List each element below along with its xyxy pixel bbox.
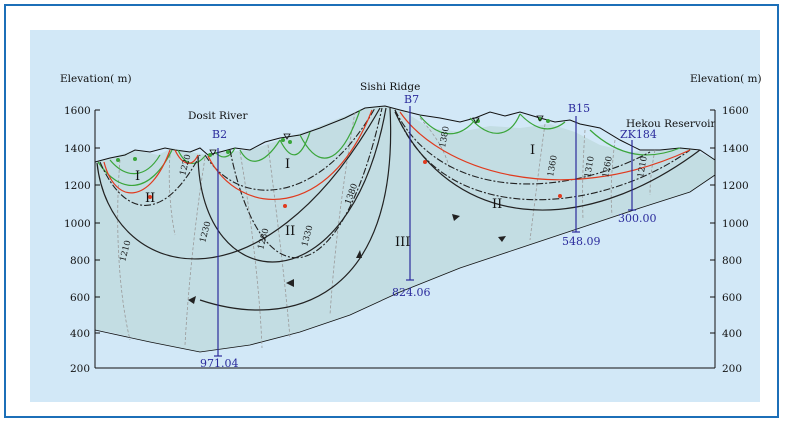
ground-surface [94,105,716,163]
isoline-label-1380-right: 1380 [438,125,452,148]
right-tick-400: 400 [722,328,742,340]
zone-label-I-center: I [285,157,290,172]
borehole-label-b2: B2 [212,128,227,141]
right-axis-title: Elevation( m) [690,73,762,85]
left-tick-800: 800 [70,255,90,267]
zone-label-II-center: II [285,224,295,239]
borehole-depth-b15: 548.09 [562,235,601,248]
red-flow-arrows [148,160,562,208]
red-flow-lines [103,109,691,200]
zone-label-II-right: II [492,197,502,212]
right-axis [710,109,716,369]
right-tick-1000: 1000 [722,218,749,230]
borehole-depth-b2: 971.04 [200,357,239,370]
left-tick-1000: 1000 [64,218,91,230]
label-sishi-ridge: Sishi Ridge [360,81,420,93]
borehole-label-b15: B15 [568,102,590,115]
groundwater-body [95,106,715,352]
left-tick-1600: 1600 [64,105,91,117]
left-tick-1200: 1200 [64,180,91,192]
right-tick-1200: 1200 [722,180,749,192]
right-tick-600: 600 [722,292,742,304]
isoline-label-1210-right: 1210 [636,155,650,178]
left-tick-1400: 1400 [64,143,91,155]
isoline-label-1260: 1260 [601,155,615,178]
borehole-label-zk184: ZK184 [620,128,657,141]
borehole-depth-b7: 824.06 [392,286,431,299]
borehole-zk184 [628,140,636,211]
right-tick-1400: 1400 [722,143,749,155]
zone-label-II-left: II [145,191,155,206]
right-tick-1600: 1600 [722,105,749,117]
flow-arrows [188,214,506,304]
borehole-label-b7: B7 [404,93,419,106]
borehole-b2 [214,148,222,357]
spring-markers [209,115,544,156]
borehole-b15 [572,116,580,233]
left-tick-200: 200 [70,363,90,375]
zone-label-I-right: I [530,143,535,158]
borehole-b7 [406,106,414,281]
bottom-boundary [94,174,716,353]
regional-flow-lines [96,107,701,311]
intermediate-flow-lines [99,107,691,259]
isoline-label-1310: 1310 [583,155,597,178]
left-tick-400: 400 [70,328,90,340]
label-hekou-reservoir: Hekou Reservoir [626,118,717,130]
left-axis-title: Elevation( m) [60,73,132,85]
left-tick-600: 600 [70,292,90,304]
right-tick-200: 200 [722,363,742,375]
borehole-depth-zk184: 300.00 [618,212,657,225]
zone-label-I-left: I [135,169,140,184]
isoline-label-1360: 1360 [546,154,560,177]
right-tick-800: 800 [722,255,742,267]
label-dosit-river: Dosit River [188,110,248,122]
zone-label-III: III [395,235,410,250]
